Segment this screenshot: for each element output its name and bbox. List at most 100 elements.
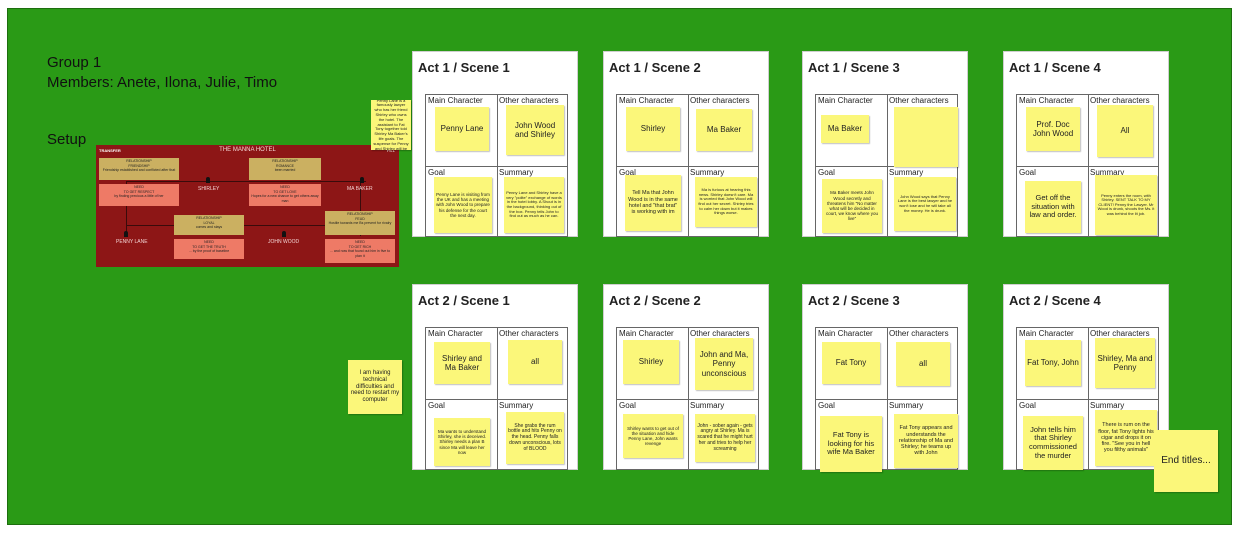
box-title: ROMANCE — [276, 163, 294, 168]
character-pin-icon — [124, 231, 128, 237]
cell-label-main: Main Character — [428, 329, 483, 338]
box-heading: NEED — [134, 185, 144, 189]
cell-label-goal: Goal — [619, 168, 636, 177]
box-text: comes and stays — [195, 225, 223, 230]
sticky-note-summary[interactable]: John - sober again - gets angry at Shirl… — [695, 414, 755, 462]
sticky-note-goal[interactable]: Penny Lane is visiting from the UK and h… — [434, 177, 492, 233]
group-title: Group 1 — [47, 54, 102, 71]
box-text: Hopes for a new chance to get others awa… — [251, 194, 319, 203]
grid-divider — [816, 399, 957, 400]
sticky-note-summary[interactable]: There is rum on the floor, fat Tony ligh… — [1095, 410, 1157, 466]
end-titles-sticky-note[interactable]: End titles... — [1154, 430, 1218, 492]
cell-label-other: Other characters — [499, 329, 559, 338]
sticky-note-goal[interactable]: John tells him that Shirley commissioned… — [1023, 416, 1083, 470]
relationship-box[interactable]: RELATIONSHIP FRIENDSHIP Friendship estab… — [99, 158, 179, 180]
sticky-note-goal[interactable]: Tell Ma that John Wood is in the same ho… — [625, 175, 681, 231]
sticky-note-summary[interactable]: Penny enters the room, with Shirley. SEN… — [1095, 175, 1157, 235]
box-title: FEUD — [355, 216, 365, 221]
cell-label-summary: Summary — [889, 168, 924, 177]
cell-label-other: Other characters — [1090, 329, 1150, 338]
relationship-box[interactable]: RELATIONSHIP LOYAL comes and stays — [174, 215, 244, 235]
scene-card-title: Act 1 / Scene 3 — [808, 60, 900, 75]
background-sticky-note[interactable]: BACKGROUND: Penny Lane is a famously law… — [371, 100, 411, 150]
sticky-note-main[interactable]: Shirley — [626, 107, 680, 151]
sticky-note-main[interactable]: Fat Tony, John — [1025, 340, 1081, 386]
cell-label-goal: Goal — [619, 401, 636, 410]
sticky-note-main[interactable]: Shirley and Ma Baker — [434, 342, 490, 384]
character-ma-baker: MA BAKER — [347, 186, 373, 192]
sticky-note-other[interactable]: Shirley, Ma and Penny — [1095, 338, 1155, 388]
sticky-note-goal[interactable]: Shirley wants to get out of the situatio… — [623, 414, 683, 458]
sticky-note-summary[interactable]: Fat Tony appears and understands the rel… — [894, 414, 958, 468]
scene-card-title: Act 2 / Scene 4 — [1009, 293, 1101, 308]
scene-card-title: Act 1 / Scene 1 — [418, 60, 510, 75]
sticky-note-goal[interactable]: Get off the situation with law and order… — [1025, 181, 1081, 233]
cell-label-other: Other characters — [889, 96, 949, 105]
scene-card[interactable]: Act 2 / Scene 4 Main Character Other chara… — [1003, 284, 1169, 470]
sticky-note-main[interactable]: Ma Baker — [821, 115, 869, 143]
cell-label-other: Other characters — [690, 329, 750, 338]
sticky-note-main[interactable]: Penny Lane — [435, 107, 489, 151]
sticky-note-main[interactable]: Prof. Doc John Wood — [1026, 107, 1080, 151]
cell-label-other: Other characters — [499, 96, 559, 105]
cell-label-summary: Summary — [499, 168, 534, 177]
character-pin-icon — [206, 177, 210, 183]
relationship-box[interactable]: RELATIONSHIP FEUD Hostile towards me Bs … — [325, 211, 395, 235]
sticky-note-summary[interactable]: Ma is furious at hearing this news. Shir… — [695, 177, 757, 227]
need-box[interactable]: NEED TO GET RICH ... and now that found … — [325, 239, 395, 263]
sticky-note-other[interactable]: Ma Baker — [696, 109, 752, 151]
sticky-note-summary[interactable]: John Wood says that Penny Lane is the be… — [894, 177, 956, 231]
need-box[interactable]: NEED TO GET RESPECT by finding precious … — [99, 184, 179, 206]
cell-label-summary: Summary — [690, 401, 725, 410]
sticky-note-summary[interactable]: She grabs the rum bottle and hits Penny … — [506, 412, 564, 464]
cell-label-main: Main Character — [1019, 96, 1074, 105]
box-title: TO GET LOVE — [273, 189, 297, 194]
box-heading: RELATIONSHIP — [347, 212, 373, 216]
tech-difficulty-sticky-note[interactable]: I am having technical difficulties and n… — [348, 360, 402, 414]
cell-label-summary: Summary — [690, 168, 725, 177]
sticky-note-summary[interactable]: Penny Lane and Shirley have a very "poli… — [504, 177, 564, 233]
cell-label-main: Main Character — [818, 329, 873, 338]
scene-card[interactable]: Act 2 / Scene 1 Main Character Other chara… — [412, 284, 578, 470]
box-text: ... and now that found out him in five t… — [329, 249, 391, 258]
hotel-relationship-map[interactable]: TRANSFER THE MANNA HOTEL FILL SHIRLEY MA… — [96, 145, 399, 267]
sticky-note-other[interactable]: John Wood and Shirley — [506, 105, 564, 155]
relationship-box[interactable]: RELATIONSHIP ROMANCE been married — [249, 158, 321, 180]
sticky-note-goal[interactable]: Ma Baker meets John Wood secretly and th… — [822, 179, 882, 233]
sticky-note-other[interactable]: all — [896, 342, 950, 386]
cell-label-goal: Goal — [818, 401, 835, 410]
cell-label-goal: Goal — [1019, 401, 1036, 410]
connector-line — [126, 181, 127, 236]
need-box[interactable]: NEED TO GET THE TRUTH ... by the proof o… — [174, 239, 244, 259]
box-title: TO GET RESPECT — [123, 189, 155, 194]
sticky-note-main[interactable]: Fat Tony — [822, 342, 880, 384]
need-box[interactable]: NEED TO GET LOVE Hopes for a new chance … — [249, 184, 321, 206]
cell-label-main: Main Character — [1019, 329, 1074, 338]
grid-divider — [1088, 95, 1089, 236]
sticky-note-goal[interactable]: Fat Tony is looking for his wife Ma Bake… — [820, 416, 882, 472]
sticky-note-other[interactable]: All — [1097, 105, 1153, 157]
box-heading: NEED — [280, 185, 290, 189]
box-text: ... by the proof of baseline — [188, 249, 230, 254]
sticky-note-other[interactable]: John and Ma, Penny unconscious — [695, 338, 753, 390]
sticky-note-other[interactable]: all — [508, 340, 562, 384]
scene-card-title: Act 1 / Scene 4 — [1009, 60, 1101, 75]
grid-divider — [617, 399, 758, 400]
hotel-tag: FILL — [386, 148, 395, 153]
character-penny-lane: PENNY LANE — [116, 239, 148, 245]
sticky-note-main[interactable]: Shirley — [623, 340, 679, 384]
sticky-note-other[interactable] — [894, 107, 958, 167]
grid-divider — [688, 328, 689, 469]
scene-card-title: Act 2 / Scene 1 — [418, 293, 510, 308]
sticky-note-goal[interactable]: Ma wants to understand Shirley, she is d… — [434, 418, 490, 466]
